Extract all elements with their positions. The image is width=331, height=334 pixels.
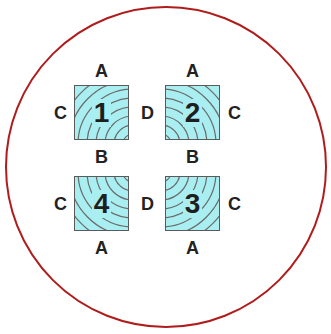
face-label: C [227, 104, 242, 122]
wood-fill [165, 85, 220, 140]
face-label: A [94, 62, 109, 80]
wood-grain [165, 176, 220, 231]
piece-number: 3 [183, 190, 203, 218]
face-label: D [140, 195, 155, 213]
face-label: C [53, 104, 68, 122]
face-label: B [185, 148, 200, 166]
face-label: C [227, 195, 242, 213]
face-label: D [140, 104, 155, 122]
log-outline [6, 7, 326, 327]
timber-square: 1 [74, 85, 129, 140]
timber-square: 3 [165, 176, 220, 231]
wood-grain [74, 176, 129, 231]
piece-number: 4 [92, 190, 112, 218]
face-label: A [185, 239, 200, 257]
piece-number: 1 [92, 99, 112, 127]
piece-number: 2 [183, 99, 203, 127]
wood-grain [74, 85, 129, 140]
wood-grain [165, 85, 220, 140]
timber-square: 2 [165, 85, 220, 140]
wood-fill [165, 176, 220, 231]
timber-square: 4 [74, 176, 129, 231]
wood-fill [74, 176, 129, 231]
face-label: C [53, 195, 68, 213]
face-label: B [94, 148, 109, 166]
face-label: A [185, 62, 200, 80]
face-label: A [94, 239, 109, 257]
wood-fill [74, 85, 129, 140]
